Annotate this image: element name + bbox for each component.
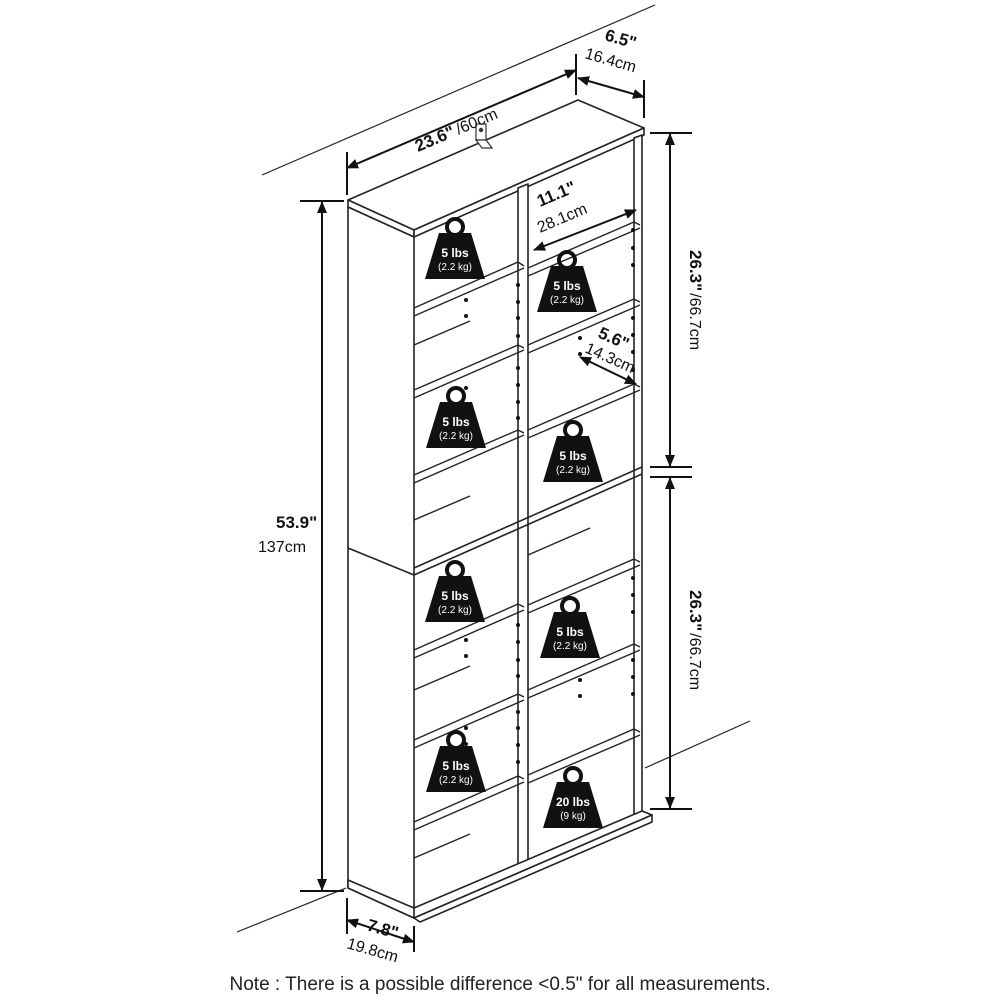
bookcase [347, 99, 653, 923]
shelf-depth-dimension-line [579, 356, 637, 385]
weight-icon: 20 lbs (9 kg) [541, 766, 605, 830]
lower-height-label-cm: /66.7cm [686, 633, 703, 690]
shelves-left-column [413, 261, 525, 859]
svg-text:(2.2 kg): (2.2 kg) [556, 465, 590, 476]
svg-text:5 lbs: 5 lbs [441, 589, 469, 603]
svg-text:(2.2 kg): (2.2 kg) [439, 775, 473, 786]
svg-text:(9 kg): (9 kg) [560, 811, 586, 822]
svg-text:(2.2 kg): (2.2 kg) [438, 262, 472, 273]
weight-icon: 5 lbs (2.2 kg) [423, 560, 487, 624]
weight-icon: 5 lbs (2.2 kg) [424, 730, 488, 794]
svg-text:5 lbs: 5 lbs [556, 625, 584, 639]
svg-text:5 lbs: 5 lbs [559, 449, 587, 463]
weight-icon: 5 lbs (2.2 kg) [538, 596, 602, 660]
height-label-in: 53.9" [276, 513, 317, 532]
svg-text:(2.2 kg): (2.2 kg) [550, 295, 584, 306]
svg-text:(2.2 kg): (2.2 kg) [553, 641, 587, 652]
svg-text:5 lbs: 5 lbs [442, 759, 470, 773]
width-dimension-line [346, 69, 577, 169]
weight-icon: 5 lbs (2.2 kg) [535, 250, 599, 314]
unit-seam [347, 547, 415, 576]
weight-icon: 5 lbs (2.2 kg) [541, 420, 605, 484]
base-depth-label-in: 7.8" [365, 916, 401, 943]
svg-text:(2.2 kg): (2.2 kg) [438, 605, 472, 616]
svg-text:5 lbs: 5 lbs [441, 246, 469, 260]
weight-capacity-icons: 5 lbs (2.2 kg) 5 lbs (2.2 kg) 5 lbs (2.2… [423, 217, 605, 830]
weight-icon: 5 lbs (2.2 kg) [424, 386, 488, 450]
upper-height-label-in: 26.3" [686, 250, 705, 291]
lower-height-label-in: 26.3" [686, 590, 705, 631]
shelf-pin-holes [464, 228, 635, 764]
top-depth-label-in: 6.5" [603, 26, 639, 53]
upper-height-label-cm: /66.7cm [686, 293, 703, 350]
height-label-cm: 137cm [258, 539, 306, 556]
svg-text:5 lbs: 5 lbs [553, 279, 581, 293]
left-side-panel [347, 206, 415, 919]
width-label-in: 23.6" [412, 122, 457, 156]
svg-text:26.3"/66.7cm: 26.3" /66.7cm [686, 250, 705, 350]
svg-text:26.3"/66.7cm: 26.3" /66.7cm [686, 590, 705, 690]
svg-text:5 lbs: 5 lbs [442, 415, 470, 429]
dimension-lines [300, 54, 692, 952]
measurement-note: Note : There is a possible difference <0… [229, 974, 771, 995]
shelf-width-dimension-line [533, 209, 637, 251]
base-depth-dimension-line [346, 918, 415, 944]
svg-text:(2.2 kg): (2.2 kg) [439, 431, 473, 442]
top-depth-dimension-line [577, 76, 645, 99]
weight-icon: 5 lbs (2.2 kg) [423, 217, 487, 281]
svg-text:20 lbs: 20 lbs [556, 795, 590, 809]
